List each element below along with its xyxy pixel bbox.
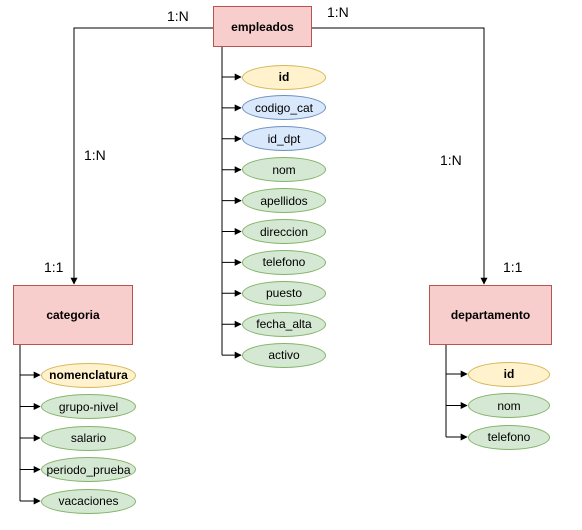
rel-empleados-departamento — [312, 27, 488, 285]
categoria-attr-nomenclatura[interactable]: nomenclatura — [41, 362, 136, 388]
categoria-attr-salario[interactable]: salario — [41, 425, 136, 451]
entity-empleados[interactable]: empleados — [213, 6, 312, 47]
departamento-attr-nom[interactable]: nom — [468, 393, 550, 418]
cardinality-categoria-end: 1:1 — [44, 259, 64, 275]
cardinality-empleados-left: 1:N — [167, 8, 189, 24]
empleados-attr-id-dpt[interactable]: id_dpt — [242, 126, 326, 152]
empleados-attr-codigo-cat[interactable]: codigo_cat — [242, 95, 326, 121]
entity-categoria[interactable]: categoria — [13, 285, 133, 345]
cardinality-departamento-end: 1:1 — [503, 259, 523, 275]
departamento-attr-telefono[interactable]: telefono — [468, 424, 550, 450]
empleados-attr-apellidos[interactable]: apellidos — [242, 188, 326, 214]
cardinality-categoria-line: 1:N — [84, 147, 106, 163]
empleados-attr-puesto[interactable]: puesto — [242, 280, 326, 306]
cardinality-empleados-right: 1:N — [327, 4, 349, 20]
categoria-attr-vacaciones[interactable]: vacaciones — [41, 488, 136, 514]
categoria-attr-grupo-nivel[interactable]: grupo-nivel — [41, 394, 136, 419]
empleados-attr-id[interactable]: id — [242, 64, 326, 90]
entity-departamento[interactable]: departamento — [429, 285, 552, 345]
empleados-attr-direccion[interactable]: direccion — [242, 219, 326, 244]
empleados-attr-nom[interactable]: nom — [242, 157, 326, 183]
departamento-attr-id[interactable]: id — [468, 361, 550, 387]
categoria-attr-periodo-prueba[interactable]: periodo_prueba — [41, 457, 136, 482]
empleados-attr-activo[interactable]: activo — [242, 342, 326, 368]
empleados-attr-telefono[interactable]: telefono — [242, 249, 326, 275]
cardinality-departamento-line: 1:N — [440, 152, 462, 168]
empleados-attr-fecha-alta[interactable]: fecha_alta — [242, 311, 326, 337]
rel-empleados-categoria — [70, 27, 213, 285]
